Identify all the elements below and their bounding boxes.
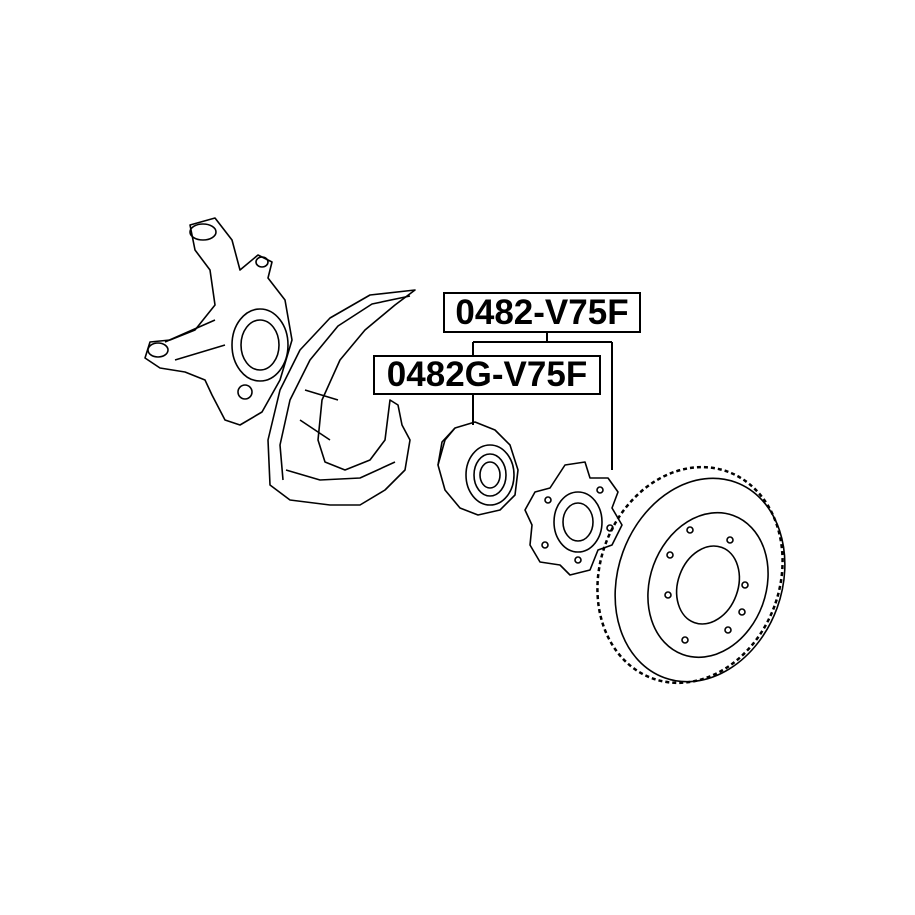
part-number-hub-assembly: 0482-V75F <box>443 292 641 333</box>
leader-lines <box>472 333 613 470</box>
brake-dust-shield <box>267 289 416 506</box>
brake-disc <box>596 465 786 685</box>
wheel-hub-bearing <box>437 421 519 516</box>
part-number-hub-bearing: 0482G-V75F <box>373 355 601 395</box>
wheel-hub <box>524 461 623 576</box>
steering-knuckle <box>144 217 293 426</box>
